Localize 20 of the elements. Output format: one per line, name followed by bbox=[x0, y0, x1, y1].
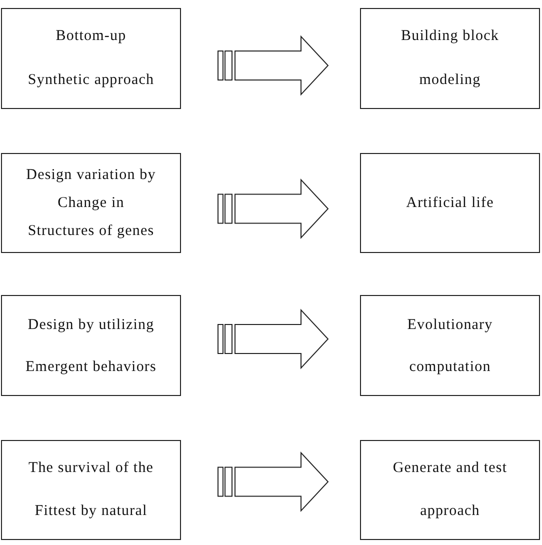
concept-box bbox=[360, 8, 540, 108]
concept-box bbox=[360, 440, 540, 540]
block-arrow bbox=[218, 178, 329, 240]
block-arrow bbox=[218, 308, 329, 370]
block-arrow bbox=[218, 35, 329, 96]
box-text: Design by utilizing Emergent behaviors bbox=[26, 316, 156, 376]
box-text: Generate and test approach bbox=[392, 458, 508, 521]
box-text: Bottom-up Synthetic approach bbox=[28, 27, 154, 90]
box-text: Building block modeling bbox=[401, 27, 499, 90]
concept-box bbox=[1, 295, 181, 396]
block-arrow bbox=[218, 451, 329, 512]
concept-box bbox=[360, 295, 540, 396]
box-text: The survival of the Fittest by natural bbox=[28, 458, 154, 521]
box-text: Evolutionary computation bbox=[407, 316, 493, 376]
concept-box bbox=[1, 440, 181, 540]
box-text: Artificial life bbox=[406, 194, 494, 213]
concept-box bbox=[1, 8, 181, 108]
box-text: Design variation by Change in Structures of genes bbox=[26, 166, 156, 241]
concept-box bbox=[1, 152, 181, 253]
concept-box bbox=[360, 152, 540, 253]
